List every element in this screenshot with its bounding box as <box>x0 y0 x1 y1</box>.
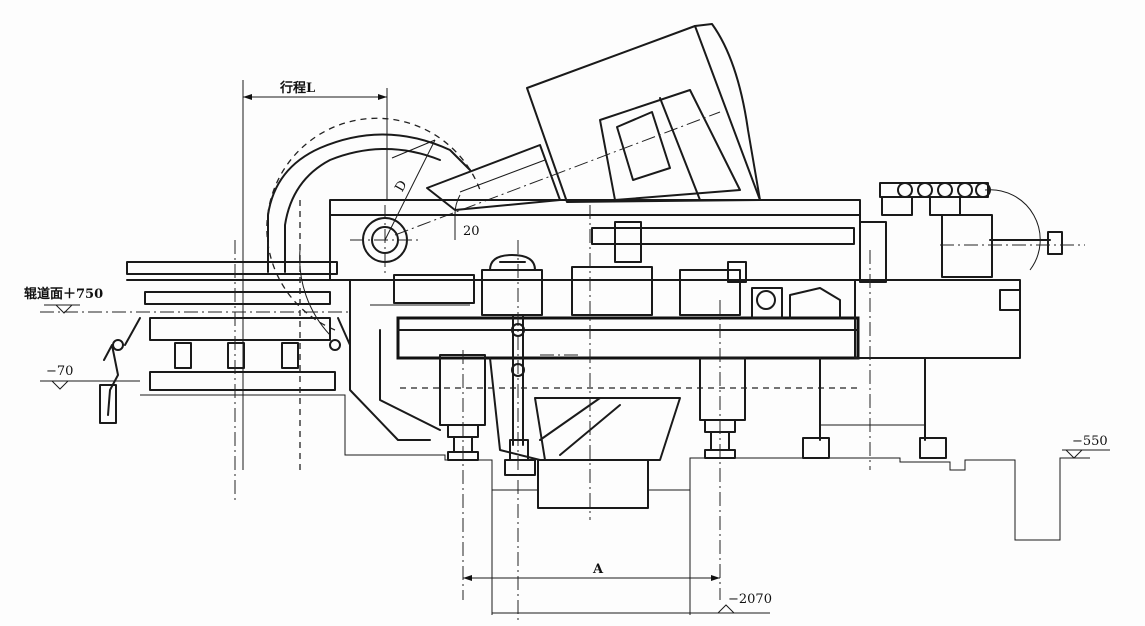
level-minus-550: −550 <box>1062 434 1110 459</box>
construction-lines <box>234 200 860 500</box>
roll-surface-label: 辊道面＋750 <box>24 286 103 302</box>
level-minus-2070-label: −2070 <box>728 592 772 607</box>
level-minus-70-label: −70 <box>46 364 73 379</box>
stroke-label: 行程L <box>279 80 315 96</box>
screw-shafts <box>462 205 871 620</box>
roll-surface-level: 辊道面＋750 <box>24 286 103 314</box>
tilted-motor <box>394 23 761 236</box>
clamp-rollers <box>859 182 1085 283</box>
level-minus-550-label: −550 <box>1072 434 1108 449</box>
roller-table <box>40 261 351 424</box>
feet <box>447 357 947 476</box>
angle-annotation: 20 <box>454 194 480 240</box>
level-minus-2070: −2070 <box>492 592 772 614</box>
top-mechanisms <box>370 221 855 319</box>
foundation-outline <box>140 394 1090 615</box>
level-minus-70: −70 <box>40 364 140 390</box>
dimension-a-label: A <box>592 562 604 577</box>
dimension-a: A <box>463 562 720 581</box>
diameter-label: D <box>392 178 410 195</box>
angle-label: 20 <box>463 224 480 239</box>
